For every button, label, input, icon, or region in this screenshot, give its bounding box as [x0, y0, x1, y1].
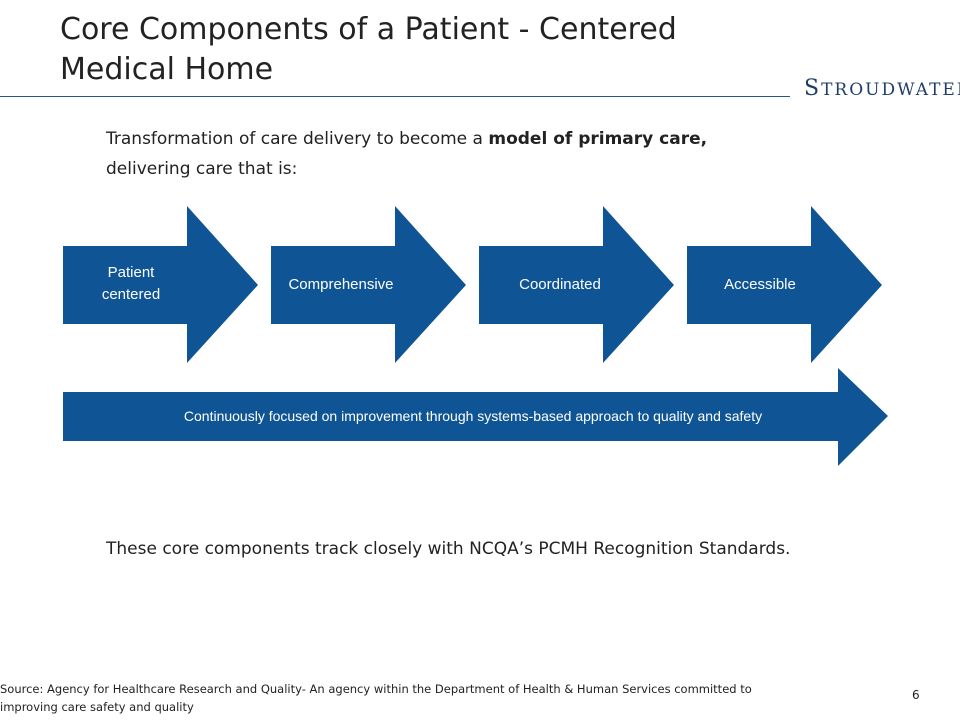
- intro-pre: Transformation of care delivery to becom…: [106, 129, 489, 149]
- closing-text: These core components track closely with…: [106, 539, 791, 559]
- label-continuous: Continuously focused on improvement thro…: [183, 408, 763, 424]
- label-coordinated: Coordinated: [519, 276, 601, 293]
- intro-post: delivering care that is:: [106, 159, 298, 179]
- source-note: Source: Agency for Healthcare Research a…: [0, 682, 752, 714]
- arrow-coordinated: [479, 206, 674, 363]
- arrow-accessible: [687, 206, 882, 363]
- label-accessible: Accessible: [724, 276, 796, 293]
- label-comprehensive: Comprehensive: [288, 276, 394, 293]
- intro-bold: model of primary care,: [488, 129, 708, 149]
- arrow-patient-centered: [63, 206, 258, 363]
- arrow-continuous: [63, 368, 888, 466]
- title-divider: [0, 96, 790, 97]
- intro-text: Transformation of care delivery to becom…: [106, 124, 826, 184]
- label-patient-centered: Patient centered: [101, 264, 161, 303]
- stroudwater-logo: STROUDWATER: [798, 68, 960, 108]
- logo-wordmark-rest: TROUDWATER: [821, 79, 960, 100]
- arrow-comprehensive: [271, 206, 466, 363]
- logo-wordmark-initial: S: [804, 75, 822, 101]
- slide-title: Core Components of a Patient - Centered …: [60, 12, 677, 87]
- page-number: 6: [912, 688, 920, 702]
- logo-wordmark: STROUDWATER: [804, 76, 960, 101]
